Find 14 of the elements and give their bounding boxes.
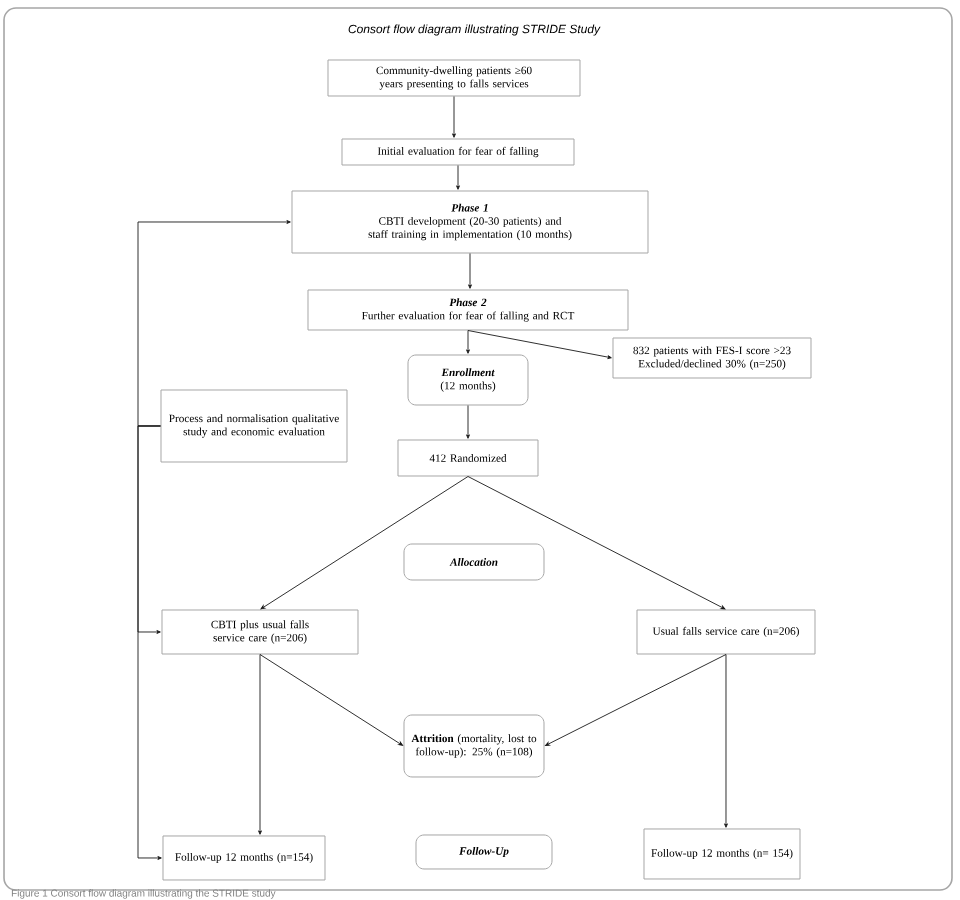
arrow: [466, 330, 470, 354]
arrow: [467, 330, 612, 359]
arrow: [466, 405, 470, 439]
arrow: [260, 476, 469, 610]
arrow: [467, 476, 726, 610]
arrow: [468, 253, 472, 289]
arrow: [137, 425, 162, 860]
arrow: [259, 654, 403, 746]
arrow: [545, 654, 727, 746]
arrow: [137, 220, 291, 427]
arrow: [724, 654, 728, 828]
arrow: [456, 165, 460, 190]
arrow: [452, 96, 456, 138]
arrow: [258, 654, 262, 835]
